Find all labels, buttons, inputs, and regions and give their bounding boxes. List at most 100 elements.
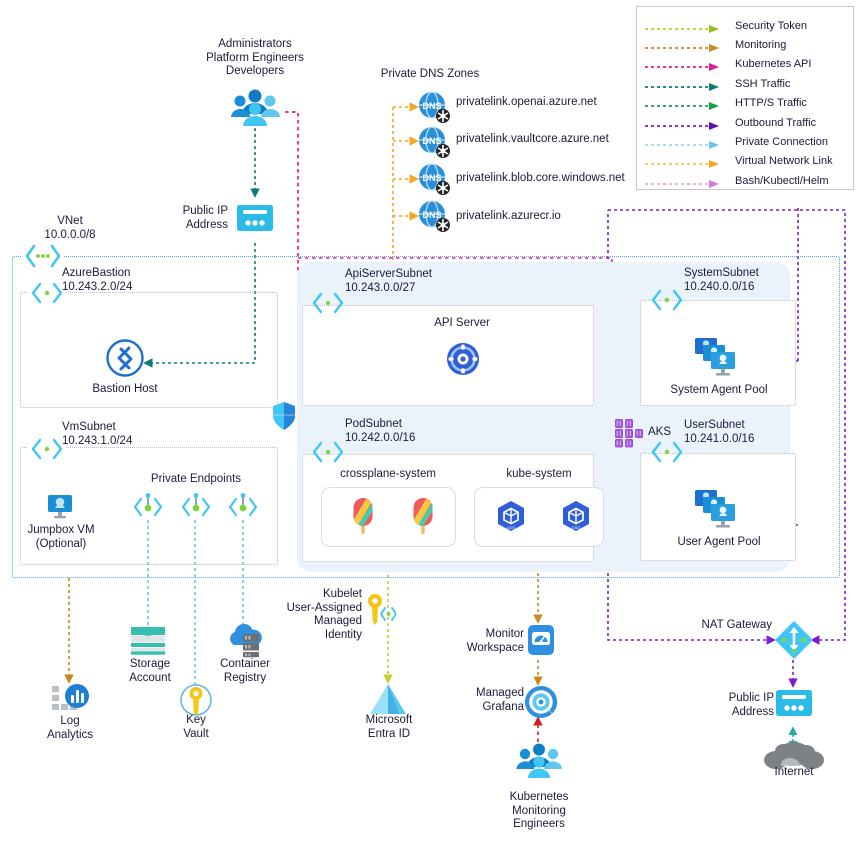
legend-row: Private Connection bbox=[645, 132, 845, 151]
svg-text:DNS: DNS bbox=[422, 173, 441, 183]
vm-icon bbox=[46, 492, 74, 525]
crossplane-namespace-label: crossplane-system bbox=[340, 468, 436, 480]
crossplane-pod-icon bbox=[352, 497, 374, 540]
legend-swatch-outbound-traffic bbox=[645, 118, 723, 130]
subnet-icon bbox=[311, 291, 345, 320]
public-ip-icon bbox=[236, 203, 274, 238]
public-ip-bottom-label: Public IP Address bbox=[728, 692, 774, 718]
legend-row: Virtual Network Link bbox=[645, 152, 845, 171]
podsubnet-label: PodSubnet 10.242.0.0/16 bbox=[345, 418, 416, 444]
legend-label-outbound-traffic: Outbound Traffic bbox=[735, 116, 817, 129]
nat-gateway-icon bbox=[774, 620, 814, 665]
agent-pool-icon bbox=[694, 488, 742, 537]
dns-icon: DNS bbox=[417, 126, 451, 163]
legend-label-bash-kubectl-helm: Bash/Kubectl/Helm bbox=[735, 174, 829, 187]
dns-icon: DNS bbox=[417, 200, 451, 237]
svg-text:DNS: DNS bbox=[422, 136, 441, 146]
legend-swatch-virtual-network-link bbox=[645, 156, 723, 169]
private-endpoint-icon bbox=[227, 493, 259, 526]
legend-row: Monitoring bbox=[645, 35, 845, 54]
subnet-icon bbox=[650, 440, 684, 469]
log-analytics-label: Log Analytics bbox=[46, 715, 94, 741]
svg-text:DNS: DNS bbox=[422, 210, 441, 220]
legend-swatch-private-connection bbox=[645, 137, 723, 150]
private-endpoints-label: Private Endpoints bbox=[150, 473, 242, 485]
key-vault-label: Key Vault bbox=[183, 714, 209, 740]
legend-label-private-connection: Private Connection bbox=[735, 136, 828, 149]
systemsubnet-label: SystemSubnet 10.240.0.0/16 bbox=[684, 267, 759, 293]
legend-swatch-kubernetes-api bbox=[645, 59, 723, 72]
api-server-icon bbox=[446, 342, 480, 381]
legend-row: Kubernetes API bbox=[645, 55, 845, 74]
vmsubnet-label: VmSubnet 10.243.1.0/24 bbox=[62, 421, 133, 447]
people-icon bbox=[230, 88, 280, 131]
legend-row: HTTP/S Traffic bbox=[645, 94, 845, 113]
dns-zone-name: privatelink.azurecr.io bbox=[456, 210, 561, 222]
aks-label: AKS bbox=[648, 426, 672, 438]
dns-zone-name: privatelink.vaultcore.azure.net bbox=[456, 133, 609, 145]
private-dns-zones-title: Private DNS Zones bbox=[380, 68, 480, 80]
administrators-label: Administrators Platform Engineers Develo… bbox=[206, 38, 304, 77]
managed-identity-icon bbox=[362, 592, 397, 633]
svg-text:pod: pod bbox=[507, 525, 515, 530]
private-endpoint-icon bbox=[180, 493, 212, 526]
vnet-boundary bbox=[12, 256, 840, 578]
subnet-icon bbox=[311, 440, 345, 469]
managed-grafana-label: Managed Grafana bbox=[476, 687, 524, 713]
legend-panel: Security Token Monitoring Kubernetes API… bbox=[636, 6, 854, 190]
private-endpoint-icon bbox=[132, 493, 164, 526]
vnet-icon bbox=[22, 243, 64, 274]
aks-icon bbox=[614, 418, 646, 453]
dns-icon: DNS bbox=[417, 91, 451, 128]
legend-swatch-https-traffic bbox=[645, 98, 723, 111]
vnet-label: VNet 10.0.0.0/8 bbox=[44, 215, 96, 241]
crossplane-pod-icon bbox=[412, 497, 434, 540]
monitor-workspace-label: Monitor Workspace bbox=[466, 628, 524, 654]
api-server-label: API Server bbox=[434, 317, 490, 329]
bastion-host-label: Bastion Host bbox=[92, 383, 158, 395]
shield-icon bbox=[272, 401, 296, 436]
internet-label: Internet bbox=[774, 766, 814, 778]
azurebastion-subnet-boundary bbox=[20, 292, 278, 408]
entra-id-icon bbox=[368, 682, 408, 725]
legend-swatch-bash-kubectl-helm bbox=[645, 176, 723, 188]
legend-label-virtual-network-link: Virtual Network Link bbox=[735, 155, 833, 168]
svg-text:pod: pod bbox=[572, 525, 580, 530]
subnet-icon bbox=[28, 437, 66, 466]
legend-label-monitoring: Monitoring bbox=[735, 39, 787, 52]
subnet-icon bbox=[650, 288, 684, 317]
legend-row: SSH Traffic bbox=[645, 74, 845, 93]
k8s-pod-icon: pod bbox=[495, 500, 527, 537]
jumpbox-vm-label: Jumpbox VM (Optional) bbox=[27, 524, 95, 550]
log-analytics-icon bbox=[52, 682, 90, 719]
kubelet-identity-label: Kubelet User-Assigned Managed Identity bbox=[286, 588, 362, 641]
storage-icon bbox=[130, 626, 166, 661]
svg-text:DNS: DNS bbox=[422, 101, 441, 111]
azurebastion-subnet-label: AzureBastion 10.243.2.0/24 bbox=[62, 267, 133, 293]
apiserversubnet-label: ApiServerSubnet 10.243.0.0/27 bbox=[345, 268, 432, 294]
agent-pool-icon bbox=[694, 336, 742, 385]
people-icon bbox=[515, 742, 563, 783]
legend-label-kubernetes-api: Kubernetes API bbox=[735, 58, 812, 71]
dns-zone-name: privatelink.blob.core.windows.net bbox=[456, 172, 625, 184]
legend-swatch-monitoring bbox=[645, 40, 723, 53]
azure-monitor-icon bbox=[524, 622, 558, 663]
legend-row: Security Token bbox=[645, 16, 845, 35]
legend-label-security-token: Security Token bbox=[735, 19, 807, 32]
bastion-icon bbox=[105, 338, 145, 383]
legend-row: Outbound Traffic bbox=[645, 113, 845, 132]
grafana-icon bbox=[523, 684, 559, 725]
vmsubnet-boundary bbox=[20, 447, 278, 565]
legend-row: Bash/Kubectl/Helm bbox=[645, 171, 845, 190]
crossplane-namespace-box bbox=[321, 487, 456, 547]
container-registry-label: Container Registry bbox=[220, 658, 270, 684]
legend-swatch-ssh-traffic bbox=[645, 79, 723, 91]
k8s-pod-icon: pod bbox=[560, 500, 592, 537]
kubernetes-monitoring-engineers-label: Kubernetes Monitoring Engineers bbox=[509, 791, 569, 830]
subnet-icon bbox=[28, 281, 66, 310]
dns-zone-name: privatelink.openai.azure.net bbox=[456, 96, 597, 108]
usersubnet-label: UserSubnet 10.241.0.0/16 bbox=[684, 419, 755, 445]
legend-label-ssh-traffic: SSH Traffic bbox=[735, 77, 791, 90]
nat-gateway-label: NAT Gateway bbox=[701, 619, 772, 631]
cloud-icon bbox=[763, 740, 825, 775]
